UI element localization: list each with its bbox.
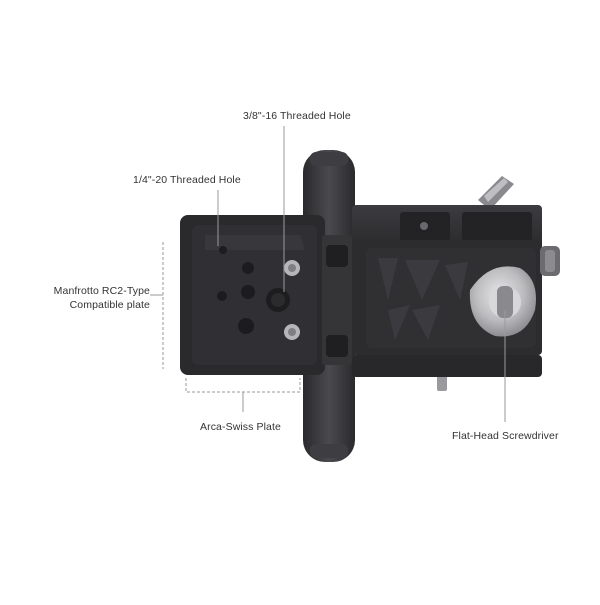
label-manfrotto-line2: Compatible plate bbox=[69, 299, 150, 311]
label-arca-swiss-plate: Arca-Swiss Plate bbox=[200, 421, 281, 433]
callout-line-arca-swiss bbox=[185, 378, 301, 393]
callout-lines bbox=[150, 126, 506, 422]
manfrotto-plate bbox=[192, 225, 317, 365]
label-manfrotto-line1: Manfrotto RC2-Type bbox=[53, 285, 150, 297]
label-flat-head-screwdriver: Flat-Head Screwdriver bbox=[452, 430, 559, 442]
label-3-8-threaded-hole: 3/8"-16 Threaded Hole bbox=[243, 110, 351, 122]
flat-head-screw bbox=[469, 266, 536, 337]
locking-lever bbox=[478, 176, 514, 210]
label-1-4-threaded-hole: 1/4"-20 Threaded Hole bbox=[133, 174, 241, 186]
